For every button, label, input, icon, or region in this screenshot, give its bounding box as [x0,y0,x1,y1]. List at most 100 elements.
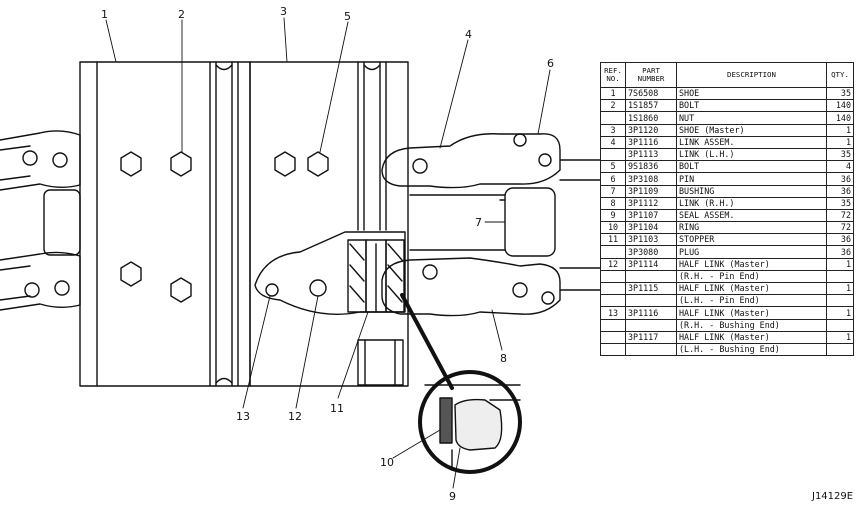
table-row: (R.H. - Bushing End) [600,318,854,332]
cell-qty: 36 [826,184,854,198]
cell-part: 3P1103 [625,233,677,247]
cell-part: 1S1857 [625,99,677,113]
cell-desc: RING [676,221,827,235]
cell-qty [826,342,854,357]
cell-part: 3P1113 [625,147,677,162]
cell-part: 3P3080 [625,245,677,259]
cell-ref [600,147,626,162]
cell-part [625,342,677,357]
cell-ref [600,318,626,332]
cell-ref: 5 [600,160,626,174]
callout-2: 2 [178,8,185,21]
header-qty: QTY. [826,62,854,88]
cell-ref: 1 [600,86,626,101]
cell-part [625,269,677,284]
leader-lines [105,17,551,489]
cell-part: 3P1112 [625,196,677,210]
cell-qty: 1 [826,330,854,344]
master-link-section [254,231,406,386]
cell-ref: 6 [600,172,626,186]
cell-ref [600,245,626,259]
callout-1: 1 [101,8,108,21]
header-desc: DESCRIPTION [676,62,827,88]
cell-part: 3P1104 [625,221,677,235]
cell-ref: 2 [600,99,626,113]
callout-10: 10 [380,456,394,469]
cell-desc: BOLT [676,160,827,174]
cell-desc: BOLT [676,99,827,113]
cell-desc: PLUG [676,245,827,259]
cell-desc: HALF LINK (Master) [676,257,827,271]
cell-desc: (R.H. - Pin End) [676,269,827,284]
callout-13: 13 [236,410,250,423]
cell-qty: 1 [826,135,854,149]
cell-part: 3P1115 [625,281,677,296]
header-part: PART NUMBER [625,62,677,88]
callout-9: 9 [449,490,456,503]
callout-11: 11 [330,402,344,415]
cell-part: 3P3108 [625,172,677,186]
cell-ref: 3 [600,123,626,137]
cell-desc: (L.H. - Pin End) [676,294,827,308]
cell-desc: LINK (R.H.) [676,196,827,210]
table-row: (L.H. - Bushing End) [600,342,854,357]
cell-qty: 1 [826,281,854,296]
cell-qty: 1 [826,306,854,320]
cell-qty: 36 [826,172,854,186]
cell-qty: 140 [826,111,854,125]
cell-part: 3P1109 [625,184,677,198]
callout-5: 5 [344,10,351,23]
seal-detail-inset [400,293,522,474]
cell-qty: 72 [826,221,854,235]
cell-ref: 12 [600,257,626,271]
cell-ref: 4 [600,135,626,149]
cell-ref: 11 [600,233,626,247]
cell-ref [600,342,626,357]
cell-qty [826,294,854,308]
cell-qty: 4 [826,160,854,174]
cell-qty: 72 [826,208,854,223]
cell-qty [826,269,854,284]
callout-12: 12 [288,410,302,423]
cell-desc: STOPPER [676,233,827,247]
callout-labels: 1 2 3 4 5 6 7 8 9 10 11 12 13 [101,5,554,503]
callout-4: 4 [465,28,472,41]
cell-part: 3P1120 [625,123,677,137]
cell-part: 3P1107 [625,208,677,223]
cell-part: 3P1114 [625,257,677,271]
track-assembly-drawing: 1 2 3 4 5 6 7 8 9 10 11 12 13 [0,5,600,503]
right-track-links [381,133,600,317]
bolt-heads [120,151,329,303]
cell-ref [600,281,626,296]
cell-qty: 36 [826,245,854,259]
cell-part: 3P1117 [625,330,677,344]
cell-ref [600,330,626,344]
cell-ref: 10 [600,221,626,235]
cell-qty: 35 [826,147,854,162]
left-track-links [0,130,81,311]
cell-part: 3P1116 [625,135,677,149]
cell-desc: SHOE (Master) [676,123,827,137]
cell-qty: 140 [826,99,854,113]
cell-desc: BUSHING [676,184,827,198]
cell-qty [826,318,854,332]
cell-qty: 35 [826,86,854,101]
cell-qty: 1 [826,123,854,137]
cell-ref: 7 [600,184,626,198]
table-row: (L.H. - Pin End) [600,294,854,308]
